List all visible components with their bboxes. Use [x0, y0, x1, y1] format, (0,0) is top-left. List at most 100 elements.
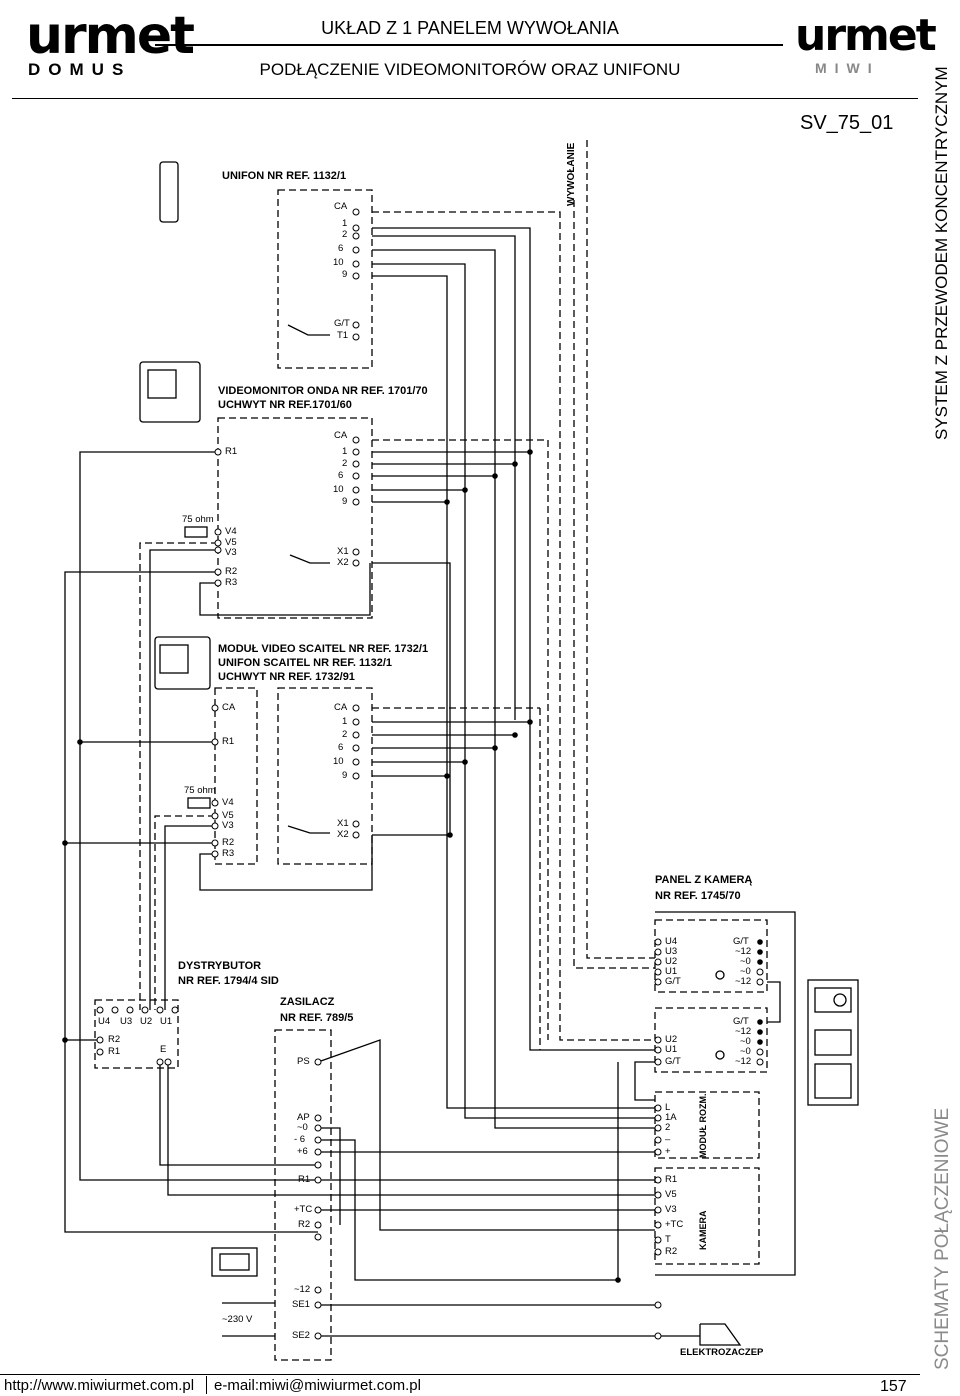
- module-term-1: 1: [342, 716, 348, 727]
- panel-b1-r3: ~0: [740, 966, 751, 977]
- module-term-r1: R1: [222, 736, 235, 747]
- unifon-term-6: 6: [338, 243, 344, 254]
- panel-b1-r1: ~12: [735, 946, 752, 957]
- unifon-term-10: 10: [333, 257, 344, 268]
- camera-label: KAMERA: [698, 1210, 708, 1251]
- power-term-minus6: - 6: [294, 1134, 306, 1145]
- unifon-term-2: 2: [342, 229, 348, 240]
- distributor-term-u1: U1: [160, 1016, 173, 1027]
- unifon-term-9: 9: [342, 269, 348, 280]
- monitor-resistor: 75 ohm: [182, 514, 214, 525]
- page-number: 157: [880, 1378, 907, 1395]
- module-term-2: 2: [342, 729, 348, 740]
- monitor-term-6: 6: [338, 470, 344, 481]
- module-term-x2: X2: [337, 829, 349, 840]
- camera-term-v3: V3: [665, 1204, 677, 1215]
- module-term-ca-right: CA: [334, 702, 348, 713]
- page-title: UKŁAD Z 1 PANELEM WYWOŁANIA: [321, 18, 619, 38]
- unifon-title: UNIFON NR REF. 1132/1: [222, 170, 347, 182]
- camera-term-v5: V5: [665, 1189, 677, 1200]
- monitor-term-r1: R1: [225, 446, 238, 457]
- module-term-2b: 2: [665, 1122, 671, 1133]
- monitor-term-9: 9: [342, 496, 348, 507]
- domus-logo-text: DOMUS: [28, 60, 132, 79]
- panel-b1-r4: ~12: [735, 976, 752, 987]
- title-rule: [155, 44, 783, 46]
- module-term-r3: R3: [222, 848, 235, 859]
- distributor-box: [94, 999, 179, 1069]
- power-title-2: NR REF. 789/5: [280, 1012, 354, 1024]
- module-term-minus: –: [665, 1134, 671, 1145]
- module-title-1: MODUŁ VIDEO SCAITEL NR REF. 1732/1: [218, 643, 429, 655]
- panel-b1-r0: G/T: [733, 936, 749, 947]
- panel-b2-r1: ~12: [735, 1026, 752, 1037]
- distributor-term-u2: U2: [140, 1016, 153, 1027]
- panel-title-1: PANEL Z KAMERĄ: [655, 874, 753, 886]
- monitor-term-r3: R3: [225, 577, 238, 588]
- diagram-code: SV_75_01: [800, 112, 894, 134]
- distributor-term-r2: R2: [108, 1034, 121, 1045]
- module-term-l: L: [665, 1102, 671, 1113]
- camera-term-tc: +TC: [665, 1219, 684, 1230]
- power-term-r2: R2: [298, 1219, 311, 1230]
- power-term-tc: +TC: [294, 1204, 313, 1215]
- header-bottom-rule: [12, 98, 918, 99]
- module-term-x1: X1: [337, 818, 349, 829]
- monitor-term-v3: V3: [225, 547, 237, 558]
- camera-term-t: T: [665, 1234, 671, 1245]
- monitor-term-2: 2: [342, 458, 348, 469]
- miwi-logo-text: MIWI: [815, 60, 880, 76]
- power-term-ap: AP: [297, 1112, 310, 1123]
- junction-dots: [62, 449, 763, 1283]
- panel-b1-l1: U3: [665, 946, 678, 957]
- module-term-v4: V4: [222, 797, 234, 808]
- distributor-term-r1: R1: [108, 1046, 121, 1057]
- panel-b2-r0: G/T: [733, 1016, 749, 1027]
- panel-camera-box: [654, 1167, 760, 1265]
- panel-block1: [654, 919, 768, 993]
- module-resistor: 75 ohm: [184, 785, 216, 796]
- monitor-term-v5: V5: [225, 537, 237, 548]
- monitor-term-x2: X2: [337, 557, 349, 568]
- panel-b2-r3: ~0: [740, 1046, 751, 1057]
- module-term-plus: +: [665, 1146, 671, 1157]
- power-term-0: ~0: [297, 1122, 308, 1133]
- module-term-ca-left: CA: [222, 702, 236, 713]
- module-term-1a: 1A: [665, 1112, 677, 1123]
- module-rozm-label: MODUŁ ROZM.: [698, 1093, 708, 1159]
- module-title-2: UNIFON SCAITEL NR REF. 1132/1: [218, 657, 393, 669]
- module-term-v3: V3: [222, 820, 234, 831]
- panel-b2-l2: G/T: [665, 1056, 681, 1067]
- panel-b1-l0: U4: [665, 936, 678, 947]
- website-link[interactable]: http://www.miwiurmet.com.pl: [4, 1377, 195, 1394]
- power-title-1: ZASILACZ: [280, 996, 335, 1008]
- power-term-se1: SE1: [292, 1299, 310, 1310]
- power-term-plus6: +6: [297, 1146, 308, 1157]
- call-label: WYWOŁANIE: [566, 142, 577, 206]
- power-term-se2: SE2: [292, 1330, 310, 1341]
- unifon-term-ca: CA: [334, 201, 348, 212]
- distributor-term-e: E: [160, 1044, 167, 1055]
- monitor-title-1: VIDEOMONITOR ONDA NR REF. 1701/70: [218, 385, 428, 397]
- monitor-box: [217, 417, 373, 619]
- module-term-r2: R2: [222, 837, 235, 848]
- distributor-term-u3: U3: [120, 1016, 133, 1027]
- email-link[interactable]: e-mail:miwi@miwiurmet.com.pl: [214, 1377, 421, 1394]
- page-subtitle: PODŁĄCZENIE VIDEOMONITORÓW ORAZ UNIFONU: [259, 60, 681, 79]
- footer-rule: [0, 1374, 920, 1375]
- panel-b1-l2: U2: [665, 956, 678, 967]
- monitor-title-2: UCHWYT NR REF.1701/60: [218, 399, 352, 411]
- unifon-box: [277, 189, 373, 369]
- panel-title-2: NR REF. 1745/70: [655, 890, 741, 902]
- camera-term-r1: R1: [665, 1174, 678, 1185]
- camera-term-r2: R2: [665, 1246, 678, 1257]
- panel-b1-l4: G/T: [665, 976, 681, 987]
- module-term-v5: V5: [222, 810, 234, 821]
- distributor-title-2: NR REF. 1794/4 SID: [178, 975, 279, 987]
- monitor-term-1: 1: [342, 446, 348, 457]
- call-line-2: [573, 200, 655, 969]
- monitor-term-v4: V4: [225, 526, 237, 537]
- power-term-r1: R1: [298, 1174, 311, 1185]
- panel-b2-r4: ~12: [735, 1056, 752, 1067]
